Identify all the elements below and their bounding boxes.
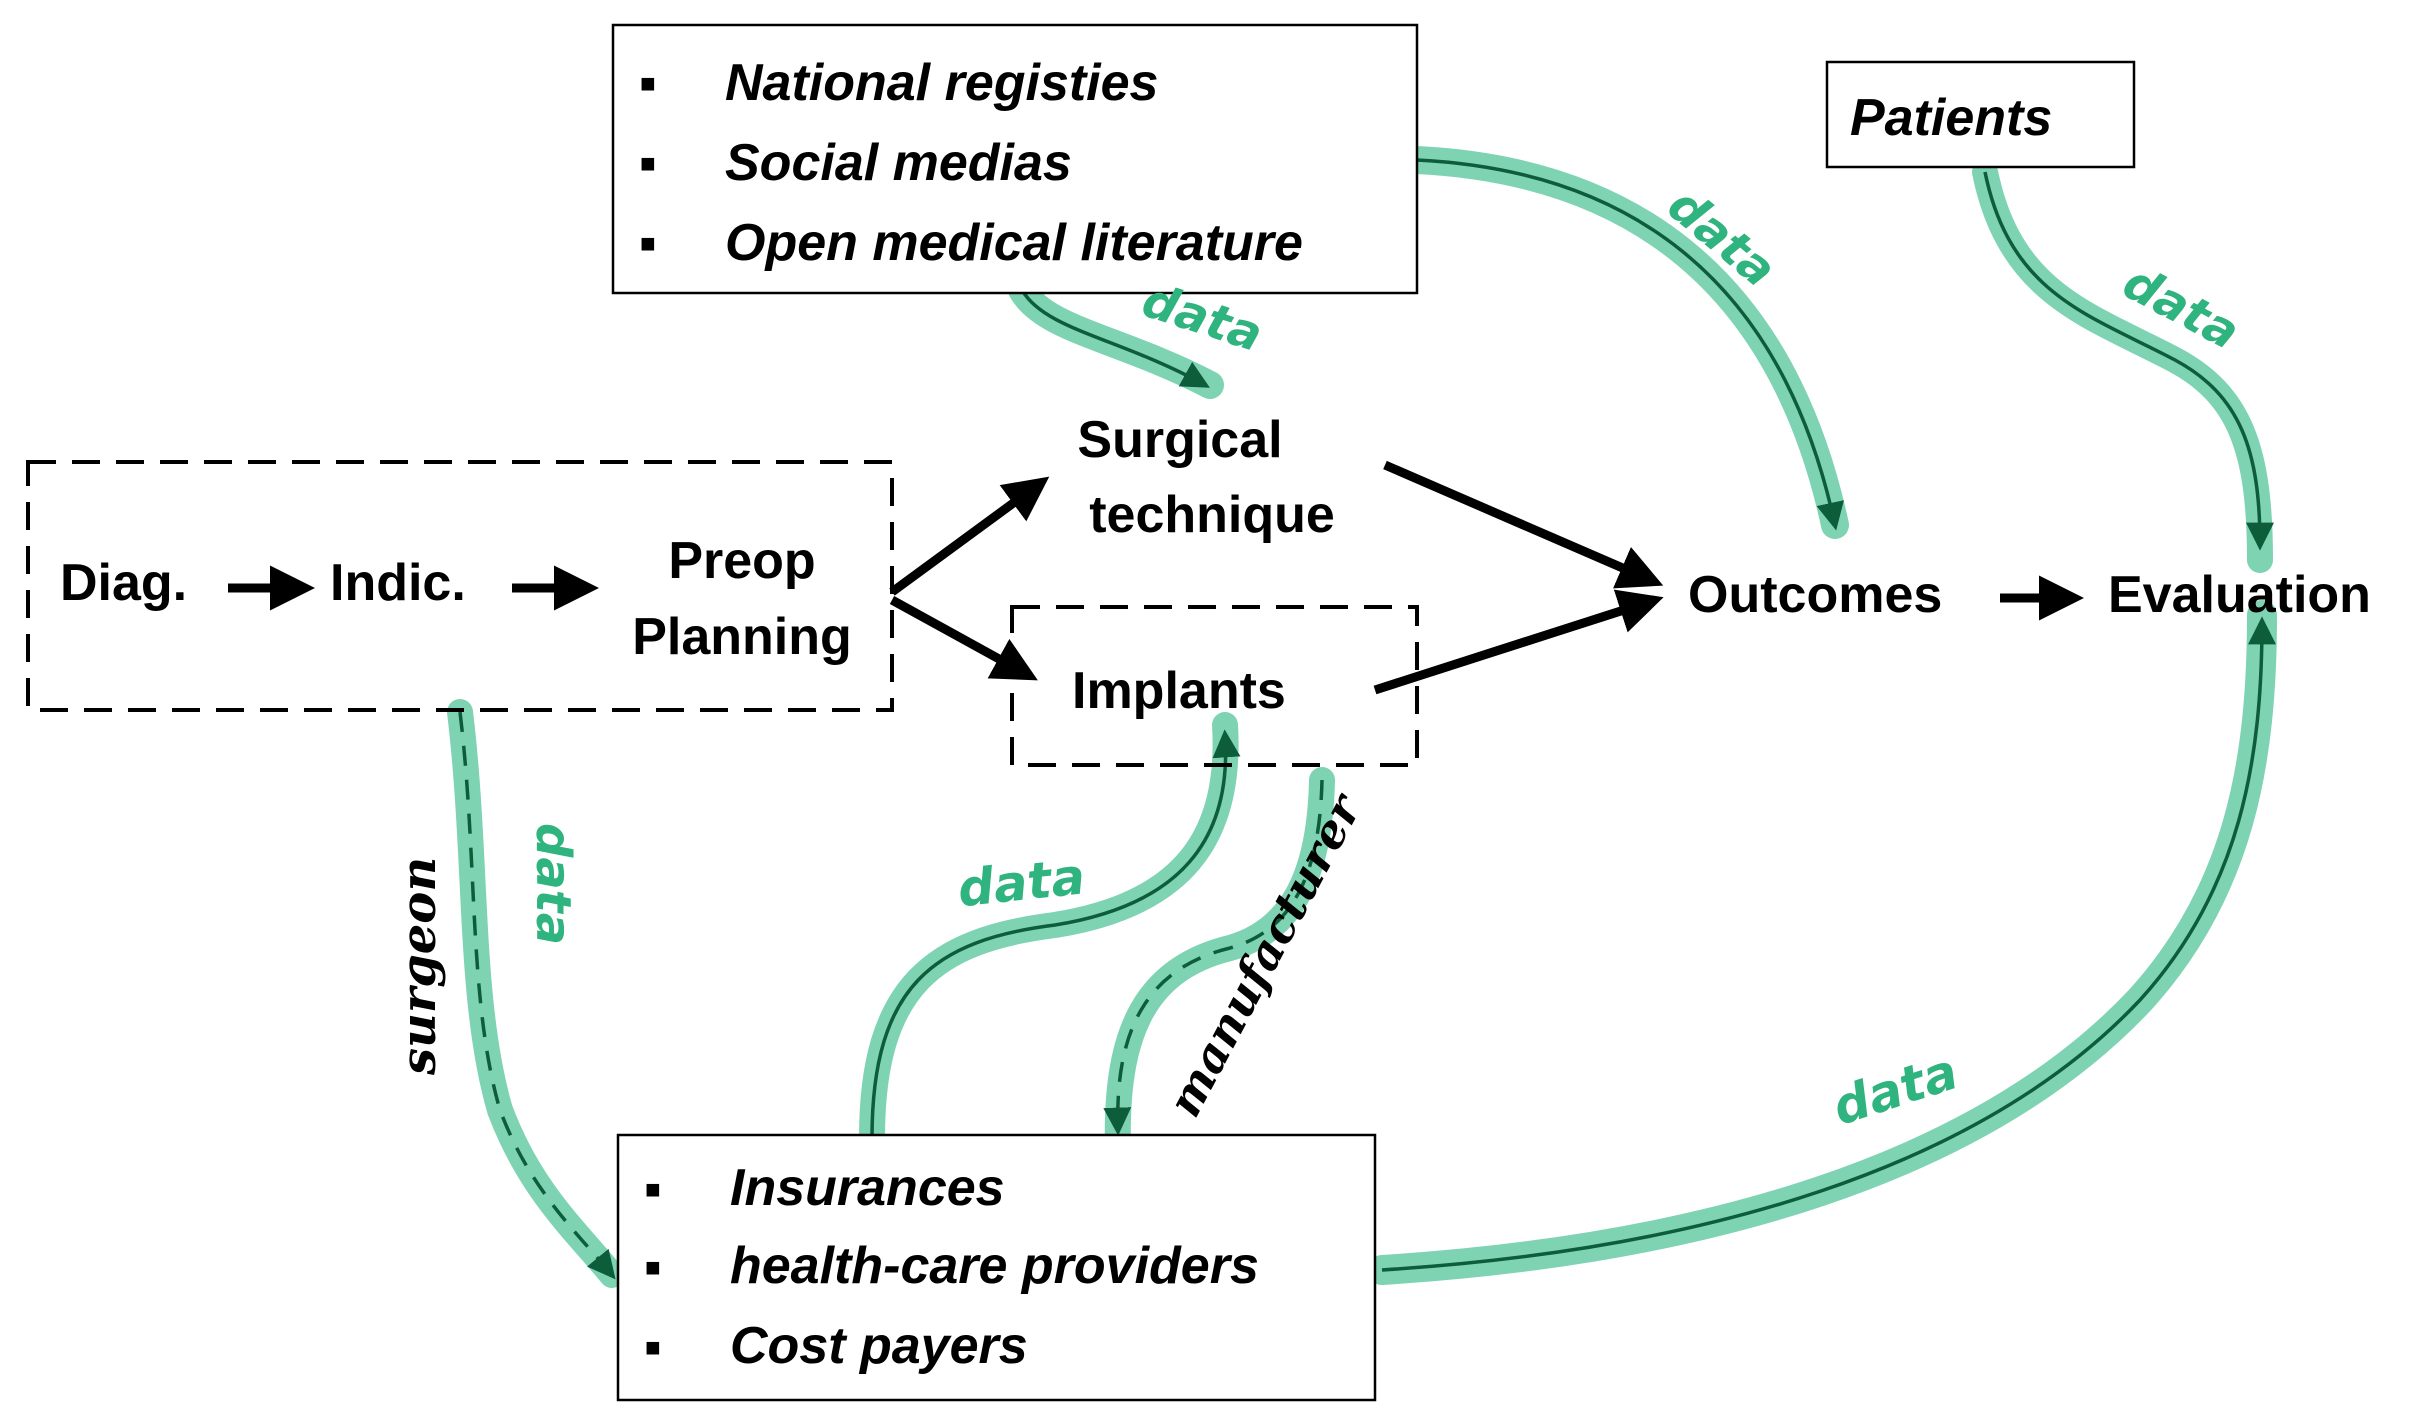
payers-box xyxy=(616,1133,1377,1402)
arrow-preop-to-surgical xyxy=(889,476,1050,596)
actor-label-surgeon: surgeon xyxy=(391,857,447,1076)
bullet-icon: ■ xyxy=(640,148,656,178)
payers-item: health-care providers xyxy=(730,1237,1259,1295)
node-surgical-line2: technique xyxy=(1089,486,1335,544)
flow-sources-to-outcomes xyxy=(1403,146,1849,539)
bullet-icon: ■ xyxy=(640,68,656,98)
node-implants: Implants xyxy=(1072,662,1286,720)
arrow-preop-to-implants xyxy=(889,596,1038,681)
flow-label-payers-to-implants: data xyxy=(955,847,1088,918)
bullet-icon: ■ xyxy=(640,228,656,258)
arrow-implants-to-outcomes xyxy=(1373,589,1664,695)
payers-item: Insurances xyxy=(730,1159,1005,1217)
node-evaluation: Evaluation xyxy=(2108,566,2371,624)
sources-list: ■ National registies ■ Social medias ■ O… xyxy=(640,54,1303,272)
payers-item: Cost payers xyxy=(730,1317,1028,1375)
bullet-icon: ■ xyxy=(645,1252,661,1282)
payers-list: ■ Insurances ■ health-care providers ■ C… xyxy=(645,1159,1259,1375)
bullet-icon: ■ xyxy=(645,1174,661,1204)
sources-box xyxy=(611,23,1419,295)
flow-label-preop-to-payers: data xyxy=(525,823,581,945)
node-preop-line2: Planning xyxy=(632,608,852,666)
data-flows xyxy=(447,146,2277,1288)
node-diag: Diag. xyxy=(60,554,187,612)
node-outcomes: Outcomes xyxy=(1688,566,1942,624)
node-surgical-line1: Surgical xyxy=(1077,411,1282,469)
patients-label: Patients xyxy=(1850,89,2052,147)
flow-payers-to-evaluation xyxy=(1367,600,2277,1285)
node-preop-line1: Preop xyxy=(668,532,815,590)
patients-box xyxy=(1825,60,2136,169)
clinical-workflow-box xyxy=(26,460,894,712)
arrow-surgical-to-outcomes xyxy=(1383,460,1664,589)
flow-manufacturer-to-payers xyxy=(1103,767,1335,1163)
flow-payers-to-implants xyxy=(859,712,1241,1151)
flow-patients-to-evaluation xyxy=(1972,159,2274,573)
flow-preop-to-payers xyxy=(447,699,625,1288)
process-arrows xyxy=(228,460,2084,695)
implants-box xyxy=(1010,605,1419,767)
sources-item: Social medias xyxy=(725,134,1072,192)
node-indic: Indic. xyxy=(330,554,466,612)
flow-label-payers-to-evaluation: data xyxy=(1826,1042,1965,1136)
sources-item: Open medical literature xyxy=(725,214,1303,272)
flow-sources-to-surgical xyxy=(1008,276,1224,399)
bullet-icon: ■ xyxy=(645,1332,661,1362)
sources-item: National registies xyxy=(725,54,1158,112)
